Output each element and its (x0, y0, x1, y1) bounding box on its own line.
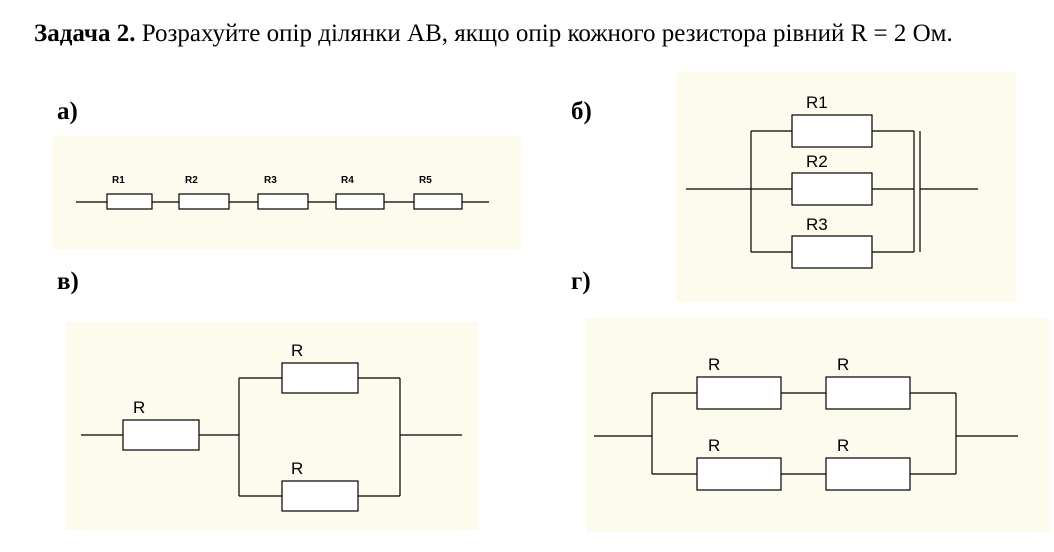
resistor-label: R2 (806, 152, 828, 171)
circuit-b-diagram: R1 R2 R3 (686, 93, 978, 269)
task-body: Розрахуйте опір ділянки АВ, якщо опір ко… (141, 20, 953, 47)
circuit-a-panel: R1 R2 R3 R4 R5 (52, 136, 521, 249)
circuit-b-panel: R1 R2 R3 (676, 72, 1016, 302)
circuit-v-panel: R R R (66, 322, 478, 530)
task-heading: Задача 2. (34, 20, 136, 47)
resistor-label: R (291, 459, 303, 478)
resistor-label: R5 (419, 175, 432, 186)
resistor-r-bottom-1 (696, 457, 782, 491)
resistor-label: R2 (185, 175, 198, 186)
resistor-label: R (837, 436, 849, 455)
task-text: Задача 2. Розрахуйте опір ділянки АВ, як… (34, 20, 1044, 48)
resistor-label: R3 (806, 215, 828, 234)
resistor-r-top-2 (825, 376, 911, 410)
resistor-label: R1 (112, 175, 125, 186)
circuit-v-diagram: R R R (81, 341, 462, 512)
resistor-label: R (708, 355, 720, 374)
resistor-label: R (133, 398, 145, 417)
resistor-r-series (122, 419, 200, 451)
circuit-g-panel: R R R R (586, 318, 1050, 532)
resistor-label: R4 (341, 175, 354, 186)
resistor-r2 (791, 172, 873, 206)
label-a: а) (57, 98, 78, 125)
resistor-label: R3 (264, 175, 277, 186)
circuit-a-diagram: R1 R2 R3 R4 R5 (76, 175, 489, 210)
resistor-label: R (291, 341, 303, 360)
resistor-r-bottom-2 (825, 457, 911, 491)
resistor-r3 (791, 235, 873, 269)
resistor-r-top (281, 362, 359, 394)
resistor-label: R1 (806, 93, 828, 112)
resistor-r4 (335, 193, 385, 210)
resistor-r-bottom (281, 480, 359, 512)
resistor-r3 (257, 193, 309, 210)
circuit-g-diagram: R R R R (594, 355, 1018, 491)
resistor-r5 (413, 193, 463, 210)
resistor-label: R (837, 355, 849, 374)
resistor-r-top-1 (696, 376, 782, 410)
resistor-r1 (791, 114, 873, 148)
label-b: б) (571, 98, 592, 125)
label-v: в) (57, 268, 79, 295)
resistor-r1 (106, 193, 153, 210)
resistor-label: R (708, 436, 720, 455)
label-g: г) (571, 268, 591, 295)
resistor-r2 (178, 193, 230, 210)
